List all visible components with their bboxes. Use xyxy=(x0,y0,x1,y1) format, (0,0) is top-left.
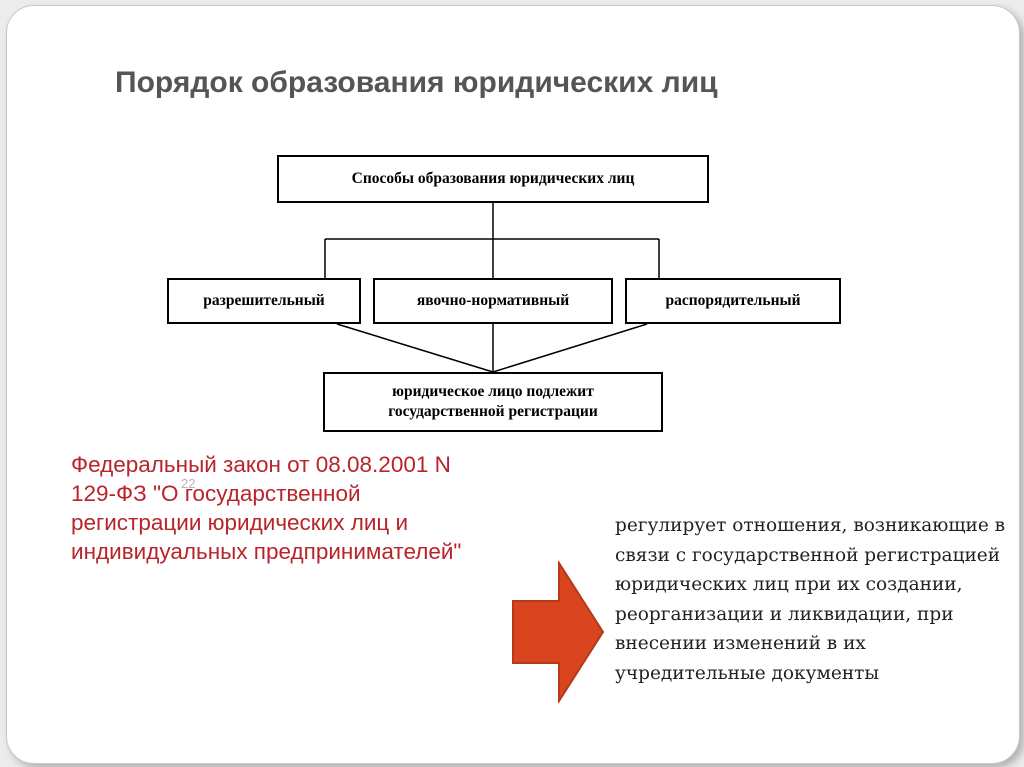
arrow-shape xyxy=(512,561,605,703)
diagram-root-box: Способы образования юридических лиц xyxy=(277,155,709,203)
diagram-connectors xyxy=(324,203,660,373)
result-line: государственной регистрации xyxy=(388,403,598,420)
diagram-result-box: юридическое лицо подлежит государственно… xyxy=(323,372,663,432)
diagram-method-normative: явочно-нормативный xyxy=(373,278,613,324)
diagram-root-label: Способы образования юридических лиц xyxy=(351,169,635,187)
method-label: явочно-нормативный xyxy=(416,291,570,309)
slide-title: Порядок образования юридических лиц xyxy=(115,66,718,99)
description-text: регулирует отношения, возникающие в связ… xyxy=(615,515,1006,684)
connector-right-merge xyxy=(492,323,648,373)
diagram-method-administrative: распорядительный xyxy=(625,278,841,324)
connector-left-merge xyxy=(336,323,494,373)
result-line: юридическое лицо подлежит xyxy=(392,382,594,400)
method-label: распорядительный xyxy=(665,291,801,309)
slide: Порядок образования юридических лиц Спос… xyxy=(6,5,1020,764)
method-label: разрешительный xyxy=(203,291,325,309)
right-arrow-icon xyxy=(512,561,605,703)
diagram-method-permissive: разрешительный xyxy=(167,278,361,324)
page-number: 22 xyxy=(181,476,196,491)
law-reference-text: Федеральный закон от 08.08.2001 N 129-ФЗ… xyxy=(71,452,462,564)
